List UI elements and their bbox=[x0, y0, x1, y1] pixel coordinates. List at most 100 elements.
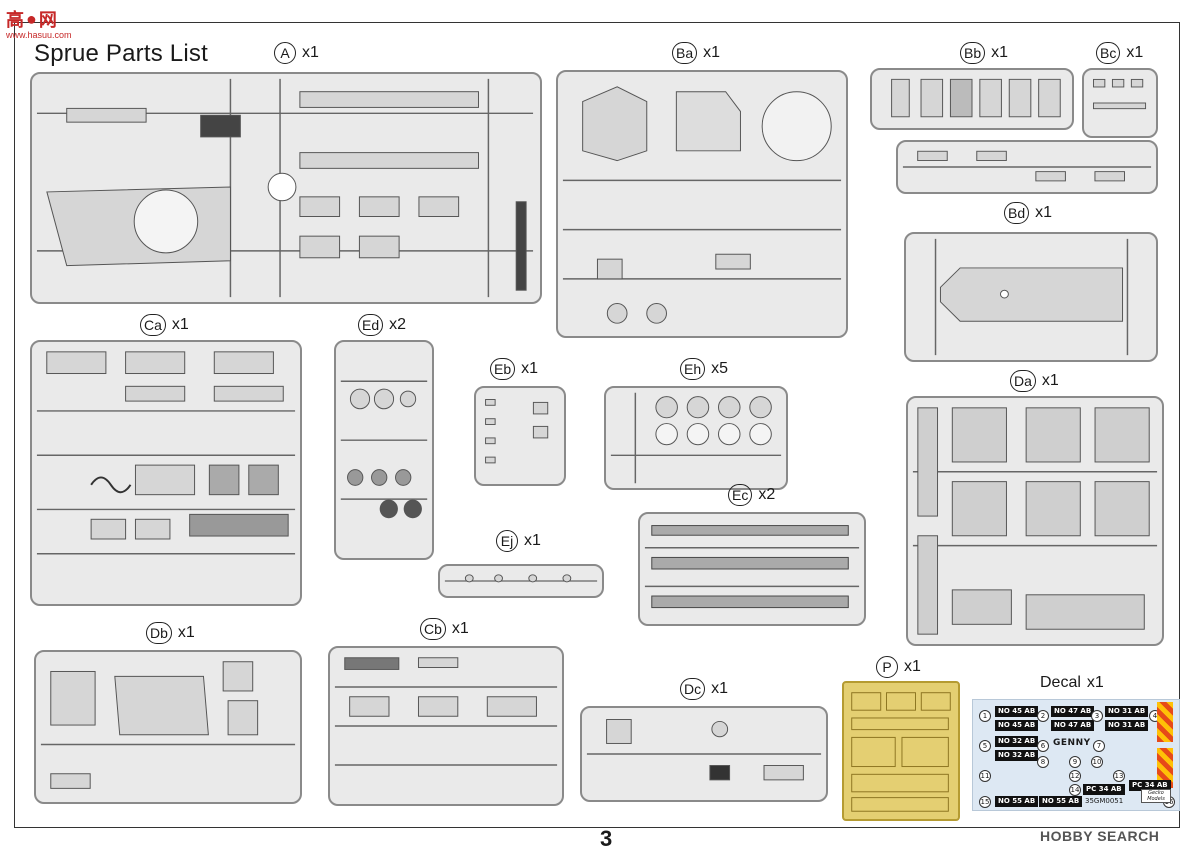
hobby-search-watermark: HOBBY SEARCH bbox=[1040, 828, 1160, 844]
sprue-bb bbox=[870, 68, 1074, 130]
label-sprue-eb: Eb x1 bbox=[490, 358, 538, 380]
sprue-qty: x1 bbox=[904, 658, 921, 675]
sprue-ed bbox=[334, 340, 434, 560]
photo-etch-parts bbox=[851, 692, 951, 812]
sprue-ba-parts bbox=[562, 86, 842, 324]
label-sprue-a: A x1 bbox=[274, 42, 319, 64]
decal-number: 8 bbox=[1037, 756, 1049, 768]
sprue-letter: Bc bbox=[1096, 42, 1121, 64]
sprue-qty: x2 bbox=[389, 316, 407, 333]
decal-plate: NO 32 AB bbox=[995, 736, 1039, 747]
sprue-bb-parts bbox=[891, 78, 1061, 118]
sprue-cb bbox=[328, 646, 564, 806]
page-number: 3 bbox=[600, 826, 613, 851]
decal-number: 14 bbox=[1069, 784, 1081, 796]
sprue-ec bbox=[638, 512, 866, 626]
sprue-bc-parts bbox=[1093, 78, 1147, 110]
sprue-ed-parts bbox=[340, 380, 428, 519]
sprue-db bbox=[34, 650, 302, 804]
decal-number: 2 bbox=[1037, 710, 1049, 722]
sprue-letter: Da bbox=[1010, 370, 1036, 392]
sprue-ba bbox=[556, 70, 848, 338]
watermark-logo: 高 ● 网 bbox=[6, 6, 57, 32]
sprue-qty: x1 bbox=[451, 620, 469, 637]
sprue-eh-parts bbox=[610, 392, 782, 484]
decal-plate: NO 55 AB bbox=[1039, 796, 1083, 807]
label-decal: Decal x1 bbox=[1040, 674, 1104, 692]
sprue-db-parts bbox=[40, 661, 296, 789]
sprue-qty: x1 bbox=[711, 680, 729, 697]
decal-number: 1 bbox=[979, 710, 991, 722]
sprue-qty: x1 bbox=[177, 624, 195, 641]
sprue-qty: x1 bbox=[1035, 204, 1053, 221]
watermark-url: www.hasuu.com bbox=[6, 30, 72, 40]
label-sprue-ec: Ec x2 bbox=[728, 484, 775, 506]
decal-qty: x1 bbox=[1086, 674, 1104, 691]
label-sprue-ba: Ba x1 bbox=[672, 42, 720, 64]
page-border bbox=[14, 22, 1180, 828]
sprue-letter: Eb bbox=[490, 358, 516, 380]
decal-number: 6 bbox=[1037, 740, 1049, 752]
sprue-letter: Db bbox=[146, 622, 172, 644]
sprue-qty: x1 bbox=[524, 532, 541, 549]
hazard-stripes-decal bbox=[1157, 748, 1173, 788]
sprue-letter: Ca bbox=[140, 314, 166, 336]
sprue-letter: Ed bbox=[358, 314, 384, 336]
sprue-qty: x1 bbox=[302, 44, 319, 61]
decal-number: 3 bbox=[1091, 710, 1103, 722]
page-title: Sprue Parts List bbox=[34, 40, 208, 67]
decal-number: 11 bbox=[979, 770, 991, 782]
sprue-da bbox=[906, 396, 1164, 646]
sprue-dc bbox=[580, 706, 828, 802]
label-sprue-bc: Bc x1 bbox=[1096, 42, 1143, 64]
decal-plate: NO 31 AB bbox=[1105, 706, 1149, 717]
sprue-letter: Ba bbox=[672, 42, 698, 64]
sprue-bd-upper bbox=[896, 140, 1158, 194]
sprue-qty: x1 bbox=[703, 44, 721, 61]
decal-genny: GENNY bbox=[1053, 738, 1091, 748]
decal-plate: NO 45 AB bbox=[995, 706, 1039, 717]
photo-etch-fret bbox=[842, 681, 960, 821]
decal-plate: NO 45 AB bbox=[995, 720, 1039, 731]
decal-plate: NO 32 AB bbox=[995, 750, 1039, 761]
sprue-qty: x2 bbox=[758, 486, 776, 503]
decal-plate: PC 34 AB bbox=[1129, 780, 1171, 791]
sprue-letter: Ej bbox=[496, 530, 518, 552]
label-sprue-bb: Bb x1 bbox=[960, 42, 1008, 64]
label-sprue-p: P x1 bbox=[876, 656, 921, 678]
label-sprue-ca: Ca x1 bbox=[140, 314, 189, 336]
decal-plate: NO 31 AB bbox=[1105, 720, 1149, 731]
label-sprue-eh: Eh x5 bbox=[680, 358, 728, 380]
sprue-a bbox=[30, 72, 542, 304]
sprue-ec-parts bbox=[644, 525, 860, 609]
sprue-cb-parts bbox=[334, 657, 558, 766]
sprue-qty: x1 bbox=[1041, 372, 1059, 389]
label-sprue-db: Db x1 bbox=[146, 622, 195, 644]
label-sprue-da: Da x1 bbox=[1010, 370, 1059, 392]
decal-number: 13 bbox=[1113, 770, 1125, 782]
sprue-eb-parts bbox=[485, 399, 549, 464]
sprue-letter: Eh bbox=[680, 358, 706, 380]
sprue-a-parts bbox=[36, 78, 534, 298]
label-sprue-dc: Dc x1 bbox=[680, 678, 728, 700]
sprue-letter: P bbox=[876, 656, 898, 678]
sprue-letter: Ec bbox=[728, 484, 753, 506]
decal-plate: PC 34 AB bbox=[1083, 784, 1125, 795]
label-sprue-cb: Cb x1 bbox=[420, 618, 469, 640]
decal-number: 10 bbox=[1091, 756, 1103, 768]
sprue-letter: Bb bbox=[960, 42, 986, 64]
decal-number: 7 bbox=[1093, 740, 1105, 752]
sprue-letter: Cb bbox=[420, 618, 446, 640]
watermark-char-2: 网 bbox=[38, 10, 57, 30]
sprue-bd bbox=[904, 232, 1158, 362]
decal-plate: NO 55 AB bbox=[995, 796, 1039, 807]
label-sprue-ej: Ej x1 bbox=[496, 530, 541, 552]
sprue-da-parts bbox=[912, 407, 1158, 635]
decal-plate: NO 47 AB bbox=[1051, 706, 1095, 717]
sprue-qty: x1 bbox=[171, 316, 189, 333]
watermark-char-1: 高 bbox=[6, 10, 24, 30]
decal-number: 9 bbox=[1069, 756, 1081, 768]
decal-maker-logo: Gecko Models bbox=[1141, 789, 1171, 803]
sprue-eh bbox=[604, 386, 788, 490]
sprue-bd-upper-parts bbox=[902, 150, 1152, 182]
